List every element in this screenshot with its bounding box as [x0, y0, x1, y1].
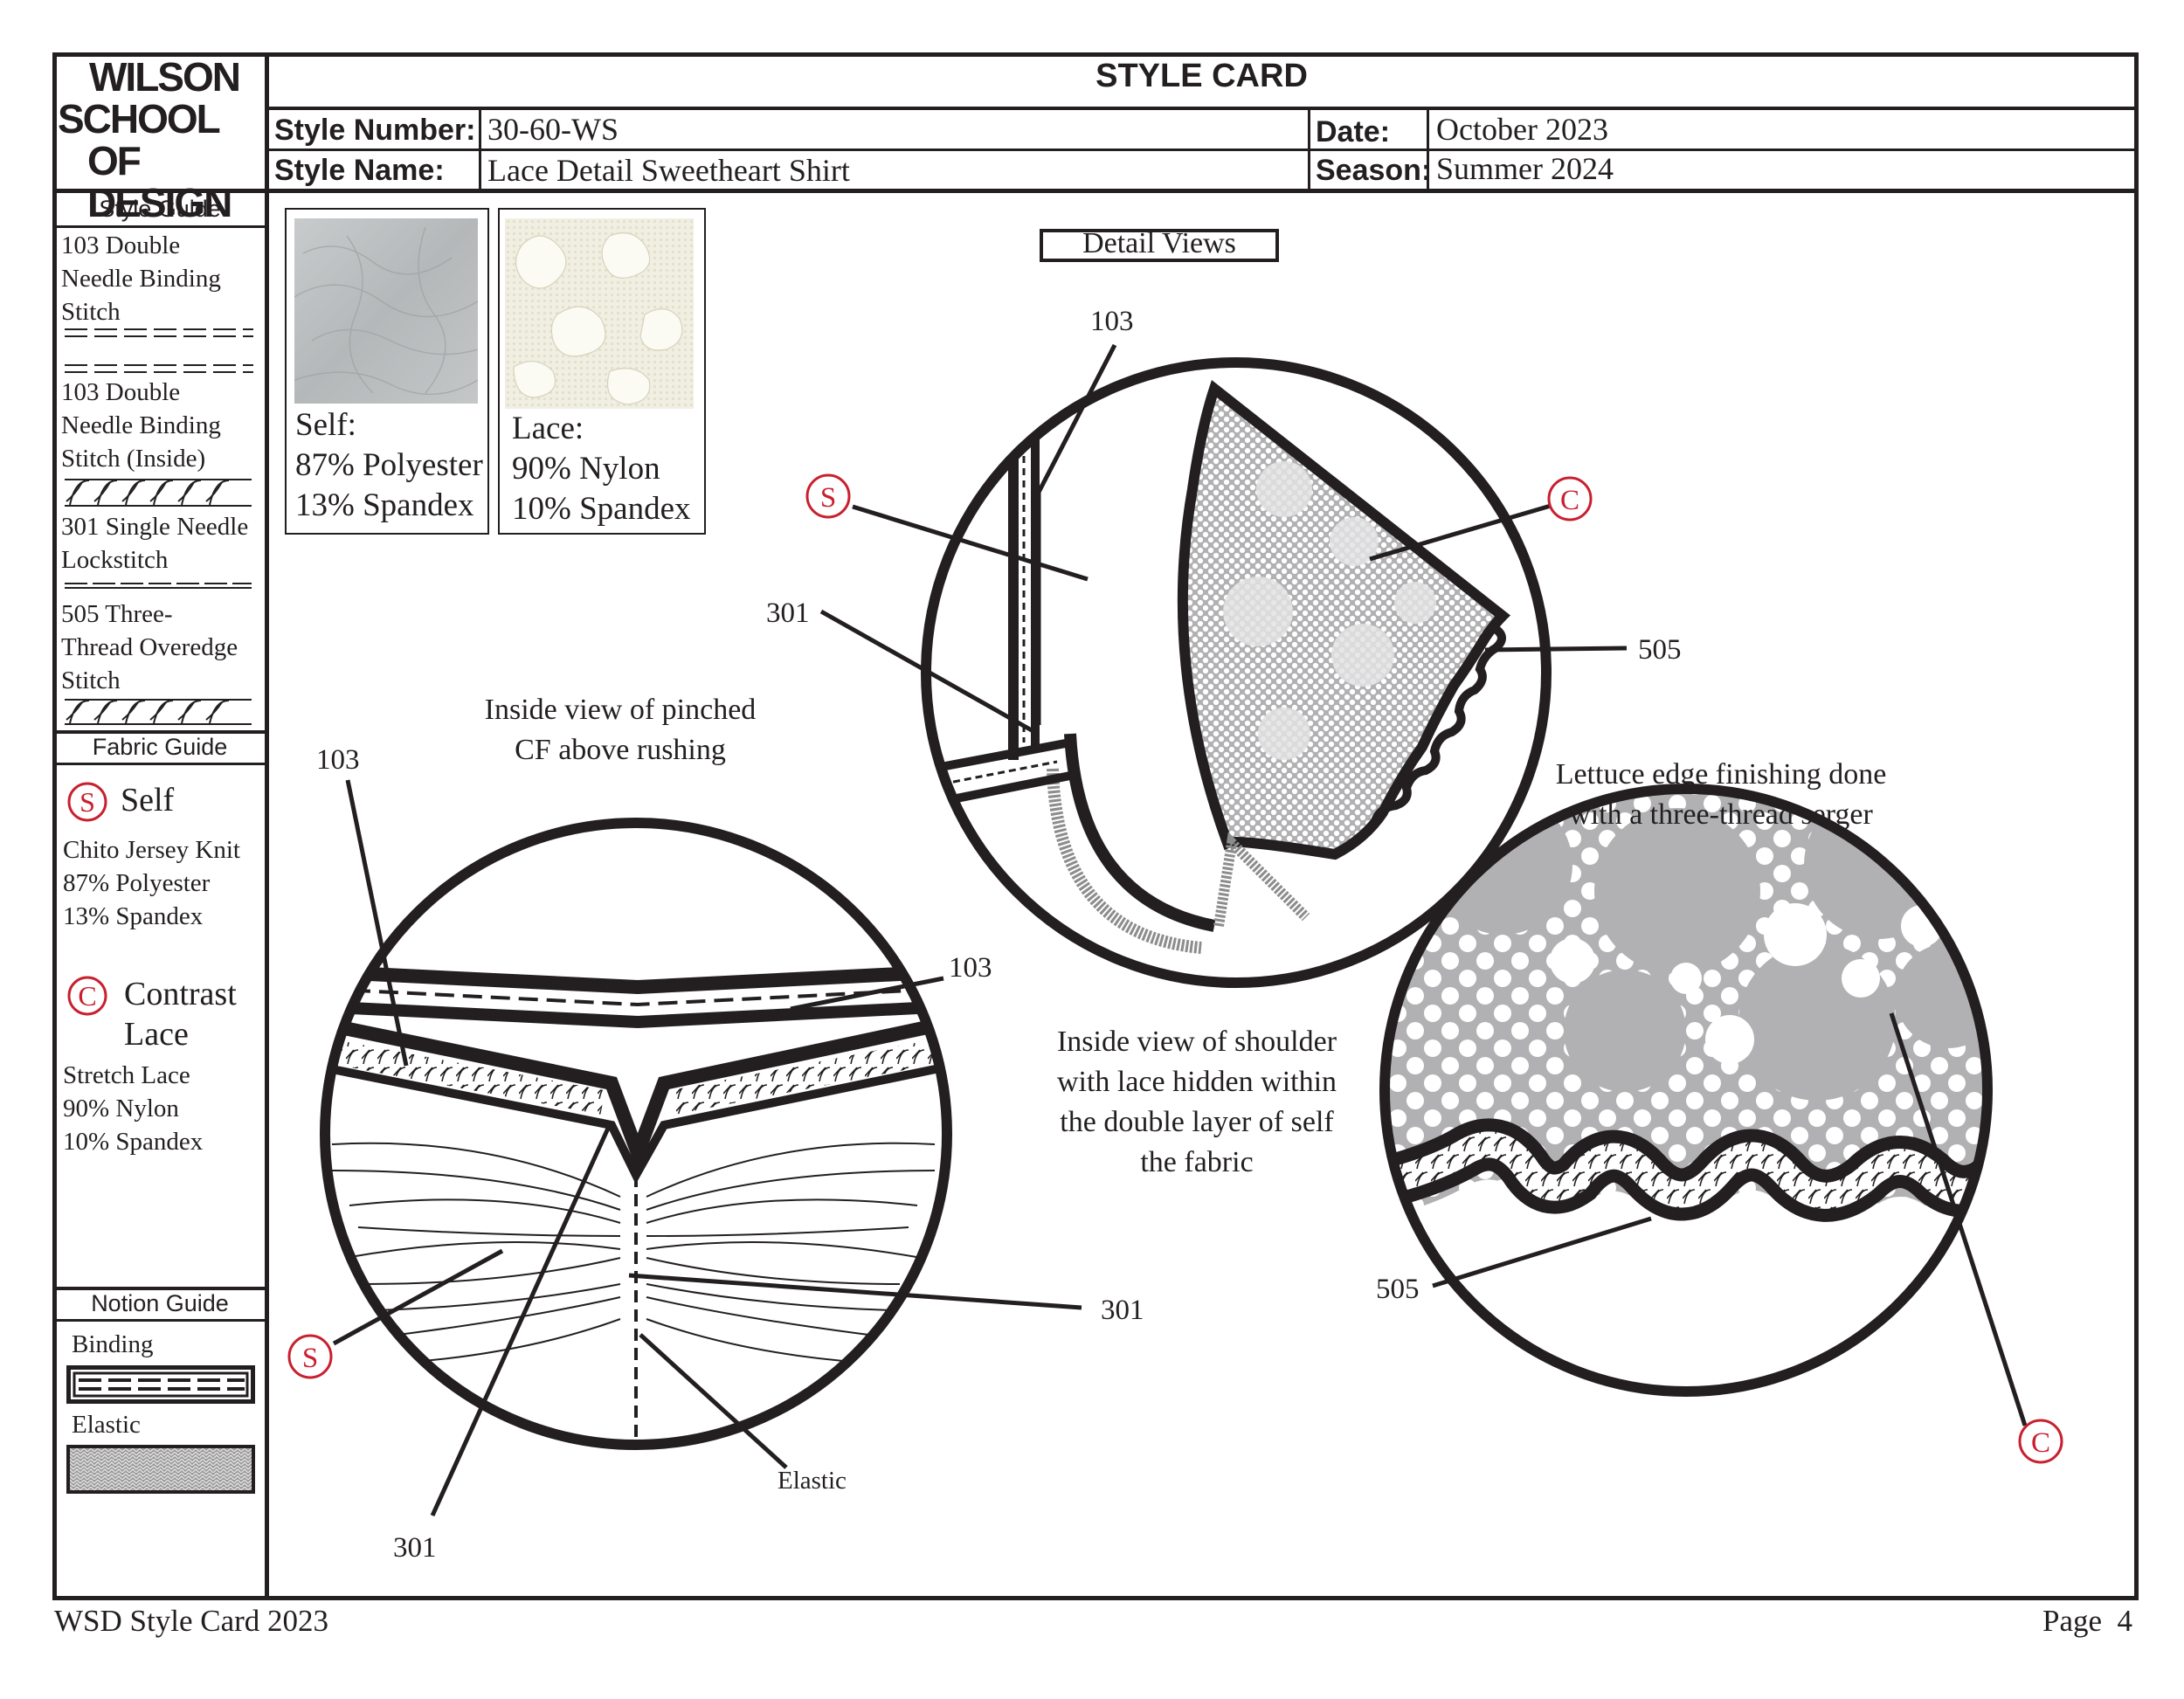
lettuce-caption: Lettuce edge finishing done with a three… [1555, 758, 1887, 831]
shoulder-103-label: 103 [1090, 306, 1134, 337]
fabric-guide-rule-top [52, 730, 266, 734]
header-col-1 [479, 107, 481, 191]
fabric-guide-title-rule [52, 763, 266, 765]
shoulder-caption: Inside view of shoulder with lace hidden… [1056, 1026, 1337, 1178]
stitch-103-inside-icon [65, 364, 253, 373]
logo-line-2: SCHOOL [58, 96, 221, 142]
cf-103-left-label: 103 [316, 744, 360, 776]
cf-self-symbol: S [302, 1343, 318, 1374]
header-line-3 [52, 189, 2139, 193]
self-fabric-name: Self [121, 782, 175, 818]
notion-guide-title-rule [52, 1319, 266, 1322]
cf-elastic-label: Elastic [778, 1467, 847, 1495]
lace-swatch-card [498, 208, 706, 535]
lace-swatch-text: Lace: 90% Nylon 10% Spandex [512, 411, 691, 527]
style-guide-item: 301 Single Needle Lockstitch [61, 513, 249, 574]
style-name-label: Style Name: [274, 154, 445, 187]
school-logo: WILSON SCHOOL OF DESIGN [56, 54, 262, 224]
stitch-103-icon [65, 328, 253, 337]
binding-swatch-icon [66, 1365, 255, 1404]
header-line-2 [265, 148, 2139, 151]
contrast-fabric-details: Stretch Lace 90% Nylon 10% Spandex [63, 1061, 204, 1156]
date-value: October 2023 [1436, 112, 1608, 147]
cf-103-right-label: 103 [949, 952, 992, 984]
page-label: Page [2042, 1604, 2103, 1638]
self-swatch-text: Self: 87% Polyester 13% Spandex [295, 407, 483, 523]
cf-caption: Inside view of pinched CF above rushing [484, 694, 757, 766]
cf-301-bottom-label: 301 [393, 1532, 437, 1564]
notion-guide-title: Notion Guide [91, 1290, 229, 1316]
self-swatch-card [285, 208, 489, 535]
shoulder-self-symbol: S [820, 482, 836, 514]
stitch-301-inside-icon [65, 479, 252, 507]
contrast-fabric-name-2: Lace [124, 1016, 189, 1053]
style-card-frame [52, 52, 2139, 1600]
style-guide-item: 103 Double Needle Binding Stitch [61, 231, 221, 326]
shoulder-301-label: 301 [766, 597, 810, 629]
logo-line-3: OF DESIGN [87, 138, 232, 225]
self-fabric-details: Chito Jersey Knit 87% Polyester 13% Span… [63, 836, 240, 930]
header-col-2 [1308, 107, 1310, 191]
shoulder-contrast-symbol: C [1560, 485, 1579, 516]
contrast-symbol-icon: C [67, 976, 107, 1016]
style-number-label: Style Number: [274, 114, 476, 147]
page-number: 4 [2117, 1604, 2133, 1638]
lace-fabric-swatch-image [505, 218, 694, 409]
svg-text:S: S [79, 786, 95, 818]
detail-views-title: Detail Views [1082, 227, 1236, 259]
notion-guide-rule-top [52, 1287, 266, 1290]
date-label: Date: [1316, 115, 1391, 148]
cf-detail-view [325, 823, 947, 1445]
detail-views-title-box [1040, 229, 1279, 262]
header-col-3 [1427, 107, 1429, 191]
shoulder-505-label: 505 [1638, 634, 1682, 666]
elastic-label: Elastic [72, 1411, 141, 1439]
header-line-1 [265, 107, 2139, 110]
style-guide-item: 505 Three- Thread Overedge Stitch [61, 600, 238, 694]
self-fabric-swatch-image [294, 218, 478, 404]
footer-left: WSD Style Card 2023 [54, 1604, 329, 1638]
stitch-301-icon [65, 583, 252, 589]
edge-505-label: 505 [1376, 1274, 1420, 1305]
contrast-fabric-name: Contrast [124, 976, 237, 1012]
season-value: Summer 2024 [1436, 151, 1614, 186]
page-title: STYLE CARD [1095, 58, 1308, 94]
season-label: Season: [1316, 154, 1432, 187]
style-number-value: 30-60-WS [487, 112, 619, 147]
fabric-guide-title: Fabric Guide [92, 734, 228, 760]
cf-301-right-label: 301 [1101, 1295, 1144, 1326]
sidebar-divider [265, 52, 269, 1600]
edge-contrast-symbol: C [2031, 1427, 2050, 1459]
svg-text:C: C [78, 980, 96, 1012]
stitch-505-icon [65, 699, 252, 725]
footer-page: Page 4 [2042, 1604, 2132, 1639]
style-guide-item: 103 Double Needle Binding Stitch (Inside… [61, 378, 221, 473]
binding-label: Binding [72, 1330, 154, 1358]
style-name-value: Lace Detail Sweetheart Shirt [487, 153, 850, 188]
self-symbol-icon: S [67, 782, 107, 822]
shoulder-detail-view [926, 363, 1546, 983]
elastic-swatch-icon [66, 1445, 255, 1494]
style-guide-title: Style Guide [99, 196, 221, 222]
logo-line-1: WILSON [89, 54, 241, 100]
style-guide-title-rule [52, 225, 266, 228]
